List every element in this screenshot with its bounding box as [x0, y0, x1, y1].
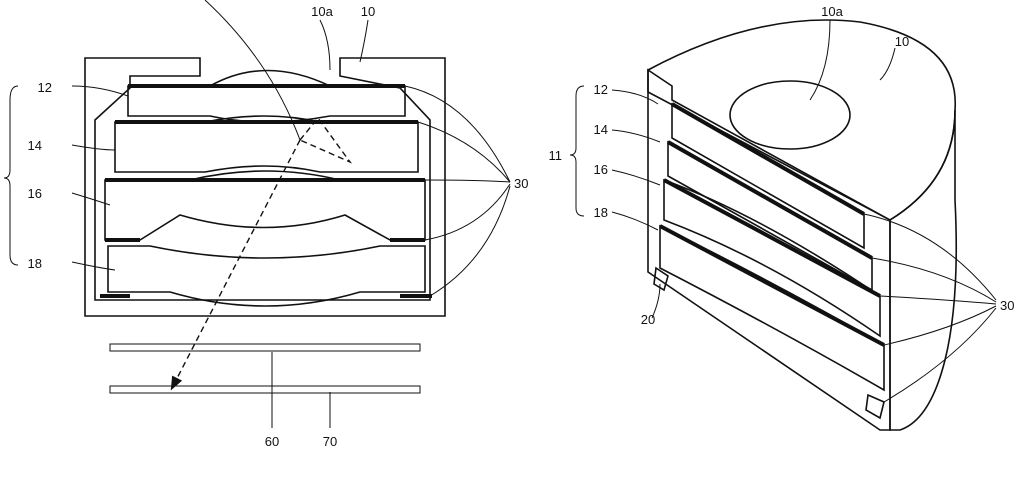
left-label-10: 10 [361, 4, 375, 19]
right-lens-16 [663, 178, 881, 338]
right-housing-body [889, 109, 958, 431]
left-lens-18 [107, 245, 426, 307]
right-spacer-20 [653, 266, 669, 292]
incident-ray [204, 0, 301, 141]
left-label-14: 14 [28, 138, 42, 153]
right-lens-18 [659, 224, 885, 392]
right-lens-12 [671, 102, 865, 250]
right-label-14: 14 [594, 122, 608, 137]
filter-plate-60 [109, 343, 421, 352]
sensor-plate-70 [109, 385, 421, 394]
right-label-30: 30 [1000, 298, 1014, 313]
right-spacer-bottom [865, 393, 885, 420]
left-housing [84, 57, 446, 317]
right-label-10a: 10a [821, 4, 843, 19]
right-perspective-section: 12 14 16 18 11 20 10a 10 30 [549, 4, 1014, 431]
left-label-60: 60 [265, 434, 279, 449]
left-label-30: 30 [514, 176, 528, 191]
left-lens-12 [127, 69, 406, 123]
left-lens-14 [114, 115, 419, 173]
refracted-ray [172, 116, 353, 388]
right-label-11: 11 [549, 148, 563, 163]
left-label-70: 70 [323, 434, 337, 449]
right-label-20: 20 [641, 312, 655, 327]
left-lens-16 [104, 170, 426, 241]
right-label-12: 12 [594, 82, 608, 97]
right-label-18: 18 [594, 205, 608, 220]
right-housing-section [647, 68, 891, 431]
left-label-12: 12 [38, 80, 52, 95]
right-label-16: 16 [594, 162, 608, 177]
left-label-16: 16 [28, 186, 42, 201]
left-cross-section: 12 14 16 18 10a 10 30 60 70 [3, 0, 528, 449]
left-label-18: 18 [28, 256, 42, 271]
left-label-10a: 10a [311, 4, 333, 19]
right-aperture-10a [729, 80, 851, 150]
right-label-10: 10 [895, 34, 909, 49]
